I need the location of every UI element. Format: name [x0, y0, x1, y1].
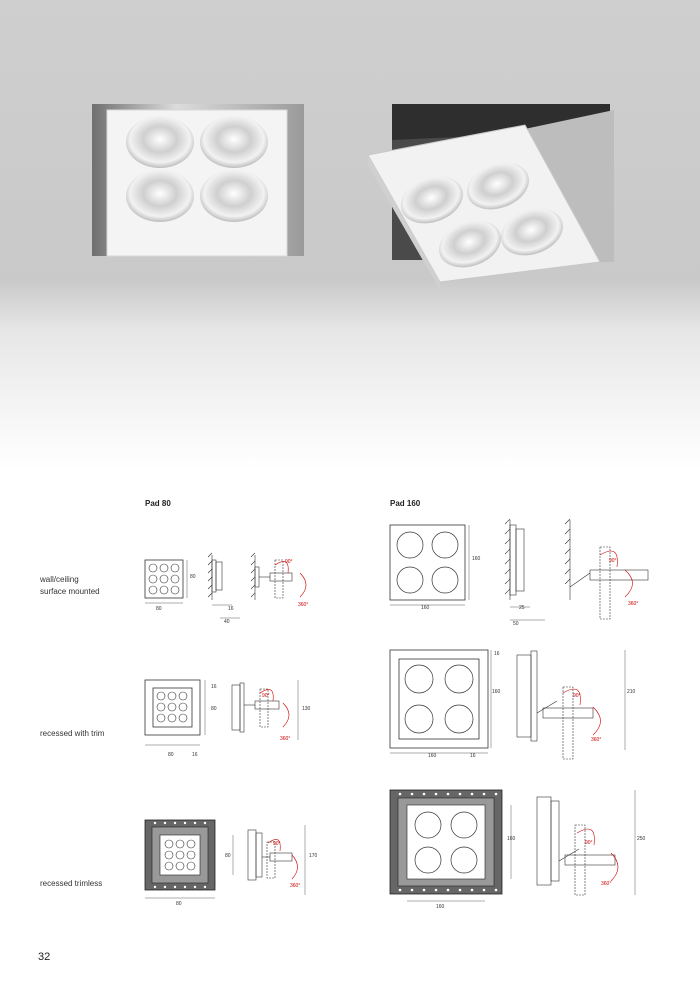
rotate-arc-icon	[299, 572, 307, 598]
pad160-trim-drawing: 90° 360°	[389, 649, 626, 760]
pad160-title: Pad 160	[390, 499, 421, 508]
dim-p80-trim-w: 80	[168, 752, 174, 758]
dim-p80-surface-h: 80	[190, 574, 196, 580]
tilt-arc-icon	[576, 828, 595, 846]
rotate-angle: 360°	[298, 602, 308, 608]
dim-p80-trimless-height: 170	[309, 853, 318, 859]
dim-p80-surface-total: 40	[224, 619, 230, 625]
dim-p160-surface-depth: 25	[519, 605, 525, 611]
rotate-arc-icon	[624, 569, 633, 598]
dim-p160-trim-height: 210	[627, 689, 636, 695]
tilt-angle: 90°	[262, 693, 270, 699]
tilt-angle: 90°	[585, 840, 593, 846]
dim-p80-trimless-w: 80	[176, 901, 182, 907]
tilt-angle: 90°	[609, 558, 617, 564]
dim-p80-trim-top: 16	[211, 684, 217, 690]
row-label-trimless: recessed trimless	[40, 879, 103, 888]
rotate-angle: 360°	[628, 601, 638, 607]
tilt-arc-icon	[274, 561, 289, 574]
dim-p160-trim-h: 160	[492, 689, 501, 695]
rotate-angle: 360°	[601, 881, 611, 887]
pad80-title: Pad 80	[145, 499, 171, 508]
tilt-angle: 90°	[573, 693, 581, 699]
dim-p80-trim-h: 80	[211, 706, 217, 712]
rotate-angle: 360°	[591, 737, 601, 743]
dim-p160-trimless-h: 160	[507, 836, 516, 842]
product-photo	[92, 104, 614, 290]
pad80-trimless-drawing: 90° 360°	[144, 819, 306, 899]
dim-p80-trim-border: 16	[192, 752, 198, 758]
dim-p160-surface-w: 160	[421, 605, 430, 611]
rotate-arc-icon	[592, 706, 601, 736]
fixture-right	[367, 104, 614, 290]
dim-p160-trimless-height: 250	[637, 836, 646, 842]
pad160-surface-drawing: 90° 360°	[389, 518, 649, 621]
fixture-left	[92, 104, 304, 257]
row-label-surface-line2: surface mounted	[40, 587, 100, 596]
row-label-surface: wall/ceiling surface mounted	[40, 574, 100, 598]
dim-p80-surface-w: 80	[156, 606, 162, 612]
tilt-angle: 90°	[273, 841, 281, 847]
rotate-angle: 360°	[290, 883, 300, 889]
row-label-surface-line1: wall/ceiling	[40, 575, 79, 584]
pad80-surface-drawing: 90° 360°	[144, 552, 308, 619]
tilt-arc-icon	[267, 839, 281, 852]
tilt-angle: 90°	[285, 559, 293, 565]
dim-p160-surface-total: 50	[513, 621, 519, 627]
pad80-trim-drawing: 90° 360°	[144, 679, 299, 746]
hero-photo	[0, 0, 700, 470]
dim-p160-trimless-w: 160	[436, 904, 445, 910]
row-label-trim: recessed with trim	[40, 729, 105, 738]
dim-p80-trim-height: 130	[302, 706, 311, 712]
page-number: 32	[38, 951, 51, 963]
rotate-arc-icon	[610, 852, 619, 882]
rotate-angle: 360°	[280, 736, 290, 742]
dim-p80-surface-depth: 16	[228, 606, 234, 612]
dim-p160-surface-h: 160	[472, 556, 481, 562]
tilt-arc-icon	[562, 688, 581, 706]
dim-p160-trim-w: 160	[428, 753, 437, 759]
dim-p160-trim-top: 16	[494, 651, 500, 657]
tilt-arc-icon	[259, 689, 274, 702]
pad160-trimless-drawing: 90° 360°	[389, 789, 636, 902]
tilt-arc-icon	[599, 550, 618, 568]
rotate-arc-icon	[282, 702, 290, 728]
rotate-arc-icon	[291, 854, 298, 880]
dim-p160-trim-border: 16	[470, 753, 476, 759]
dim-p80-trimless-h: 80	[225, 853, 231, 859]
